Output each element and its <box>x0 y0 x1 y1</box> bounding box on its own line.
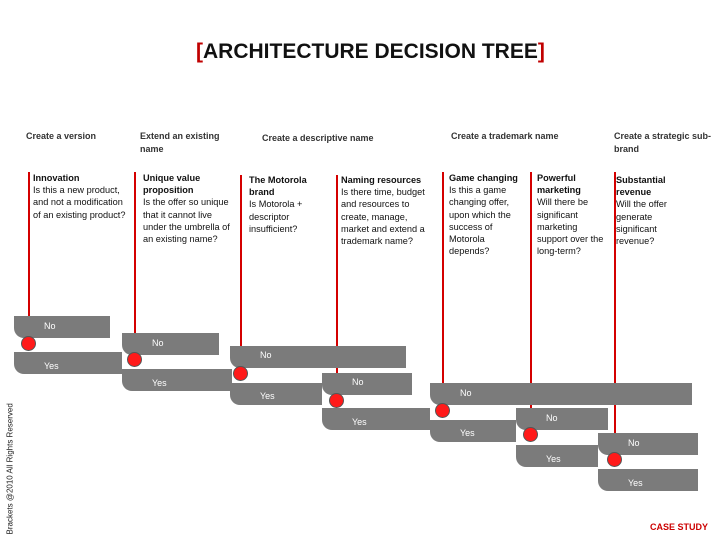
yes-branch <box>598 469 698 491</box>
yes-label: Yes <box>546 454 561 464</box>
connector-line <box>530 172 532 432</box>
heading-create-version: Create a version <box>26 131 97 141</box>
yes-branch <box>430 420 516 442</box>
no-label: No <box>352 377 364 387</box>
heading-descriptive-name: Create a descriptive name <box>262 133 374 143</box>
heading-trademark-name: Create a trademark name <box>451 131 559 141</box>
no-branch <box>14 316 110 338</box>
no-branch <box>598 433 698 455</box>
connector-line <box>240 175 242 369</box>
connector-line <box>28 172 30 340</box>
yes-label: Yes <box>460 428 475 438</box>
decision-node <box>127 352 142 367</box>
decision-node <box>523 427 538 442</box>
no-branch <box>230 346 406 368</box>
no-branch <box>322 373 412 395</box>
connector-line <box>614 172 616 457</box>
decision-node <box>21 336 36 351</box>
connector-line <box>336 175 338 397</box>
no-branch <box>430 383 692 405</box>
heading-extend-name: Extend an existing name <box>140 131 220 154</box>
no-label: No <box>152 338 164 348</box>
title-bracket-open: [ <box>196 40 203 63</box>
decision-node <box>435 403 450 418</box>
yes-label: Yes <box>44 361 59 371</box>
connector-line <box>134 172 136 355</box>
yes-label: Yes <box>352 417 367 427</box>
page-title: [ARCHITECTURE DECISION TREE] <box>196 40 696 64</box>
no-label: No <box>628 438 640 448</box>
copyright-notice: Brackets @2010 All Rights Reserved <box>5 403 15 535</box>
heading-strategic-subbrand: Create a strategic sub-brand <box>614 131 712 154</box>
yes-label: Yes <box>152 378 167 388</box>
no-label: No <box>260 350 272 360</box>
no-label: No <box>546 413 558 423</box>
yes-branch <box>122 369 232 391</box>
no-branch <box>516 408 608 430</box>
yes-branch <box>230 383 322 405</box>
title-text: ARCHITECTURE DECISION TREE <box>203 40 538 63</box>
yes-label: Yes <box>628 478 643 488</box>
decision-node <box>607 452 622 467</box>
no-branch <box>122 333 219 355</box>
no-label: No <box>460 388 472 398</box>
yes-label: Yes <box>260 391 275 401</box>
no-label: No <box>44 321 56 331</box>
yes-branch <box>14 352 122 374</box>
yes-branch <box>516 445 598 467</box>
title-bracket-close: ] <box>537 40 545 63</box>
decision-node <box>233 366 248 381</box>
yes-branch <box>322 408 430 430</box>
connector-line <box>442 172 444 409</box>
case-study-label: CASE STUDY <box>649 522 708 532</box>
decision-node <box>329 393 344 408</box>
